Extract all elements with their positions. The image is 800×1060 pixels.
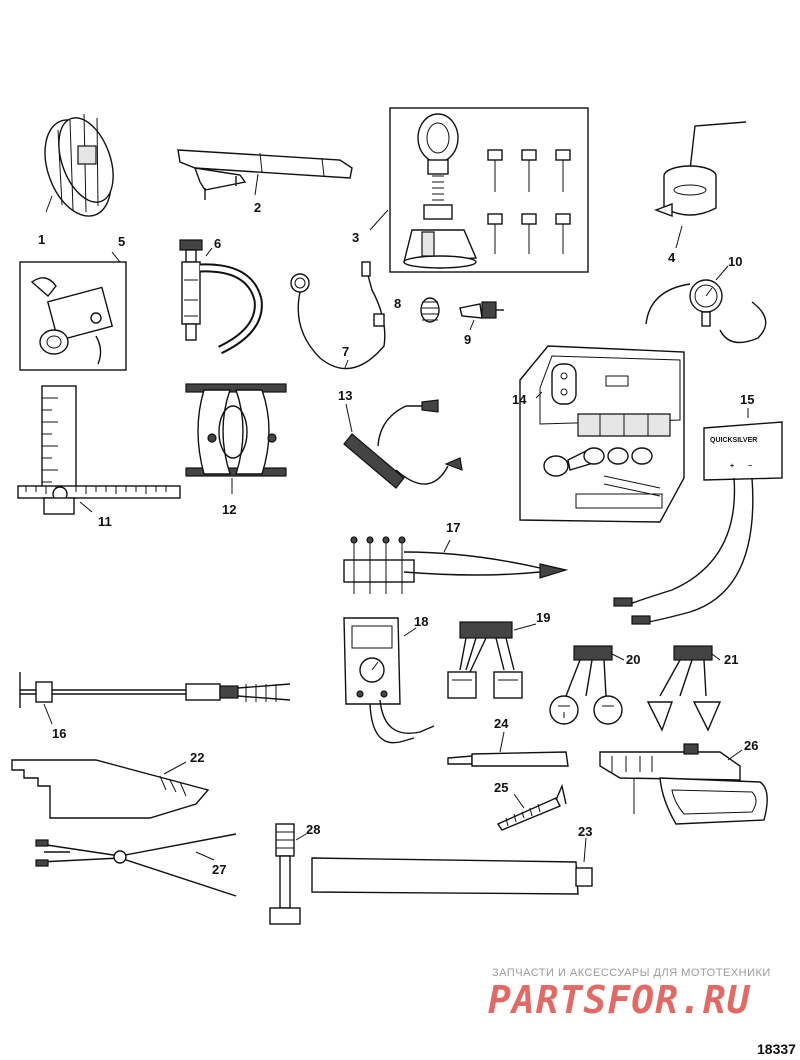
callout-6: 6 <box>214 236 221 251</box>
callout-4: 4 <box>668 250 676 265</box>
tool-13-spark-tester <box>343 399 463 489</box>
tool-15-quicksilver-tester: QUICKSILVER + − <box>613 408 783 625</box>
tool-21-adapter <box>646 645 722 732</box>
callout-23: 23 <box>578 824 592 839</box>
callout-24: 24 <box>494 716 509 731</box>
tool-14-kit-case <box>519 345 685 523</box>
tester-minus-text: − <box>748 463 752 470</box>
tool-23-long-tube <box>311 837 593 895</box>
callout-15: 15 <box>740 392 754 407</box>
callout-5: 5 <box>118 234 125 249</box>
callout-17: 17 <box>446 520 460 535</box>
tool-26-clamp-puller <box>599 743 768 825</box>
document-number: 18337 <box>757 1041 796 1057</box>
callout-11: 11 <box>98 514 112 529</box>
tool-4-gauge-probe <box>654 121 747 249</box>
tool-11-gauge-ruler <box>17 385 181 515</box>
callout-7: 7 <box>342 344 349 359</box>
tool-17-test-harness <box>343 536 569 594</box>
callout-3: 3 <box>352 230 359 245</box>
callout-22: 22 <box>190 750 204 765</box>
tool-25-spring-tool <box>496 783 567 831</box>
callout-8: 8 <box>394 296 401 311</box>
tool-1-filter-wrench <box>44 113 114 217</box>
tool-20-round-adapter <box>549 645 625 725</box>
tool-27-pliers <box>35 833 237 897</box>
tester-plus-text: + <box>730 463 734 470</box>
callout-14: 14 <box>512 392 527 407</box>
callout-2: 2 <box>254 200 261 215</box>
callout-16: 16 <box>52 726 66 741</box>
callout-12: 12 <box>222 502 236 517</box>
callout-27: 27 <box>212 862 226 877</box>
tool-10-vacuum-gauge <box>645 265 767 344</box>
callout-13: 13 <box>338 388 352 403</box>
callout-10: 10 <box>728 254 742 269</box>
watermark-tagline: ЗАПЧАСТИ И АКСЕССУАРЫ ДЛЯ МОТОТЕХНИКИ <box>492 967 771 979</box>
callout-18: 18 <box>414 614 428 629</box>
callout-25: 25 <box>494 780 508 795</box>
tool-6-hand-pump <box>179 239 263 355</box>
callout-9: 9 <box>464 332 471 347</box>
tool-28-threaded-tool <box>269 823 307 925</box>
callout-26: 26 <box>744 738 758 753</box>
tool-22-gauge-plate <box>11 759 210 819</box>
callout-1: 1 <box>38 232 45 247</box>
tool-8-fitting <box>420 297 440 323</box>
tool-2-alignment-bar <box>177 149 353 200</box>
tool-9-hose-barb <box>459 301 504 331</box>
tester-brand-text: QUICKSILVER <box>710 437 757 444</box>
tool-19-harness-adapter <box>447 621 537 699</box>
tool-24-punch <box>447 731 569 767</box>
callout-19: 19 <box>536 610 550 625</box>
watermark-logo: PARTSFOR.RU <box>488 978 751 1022</box>
tool-3-lifting-eye-kit <box>369 107 589 273</box>
tool-16-slide-hammer <box>19 672 291 725</box>
callout-20: 20 <box>626 652 640 667</box>
callout-21: 21 <box>724 652 738 667</box>
tool-7-pressure-gauge <box>290 261 386 370</box>
callout-28: 28 <box>306 822 320 837</box>
tool-5-fuel-tool <box>19 251 127 371</box>
tool-12-bearing-separator <box>185 383 287 494</box>
tool-18-multimeter <box>343 617 435 744</box>
